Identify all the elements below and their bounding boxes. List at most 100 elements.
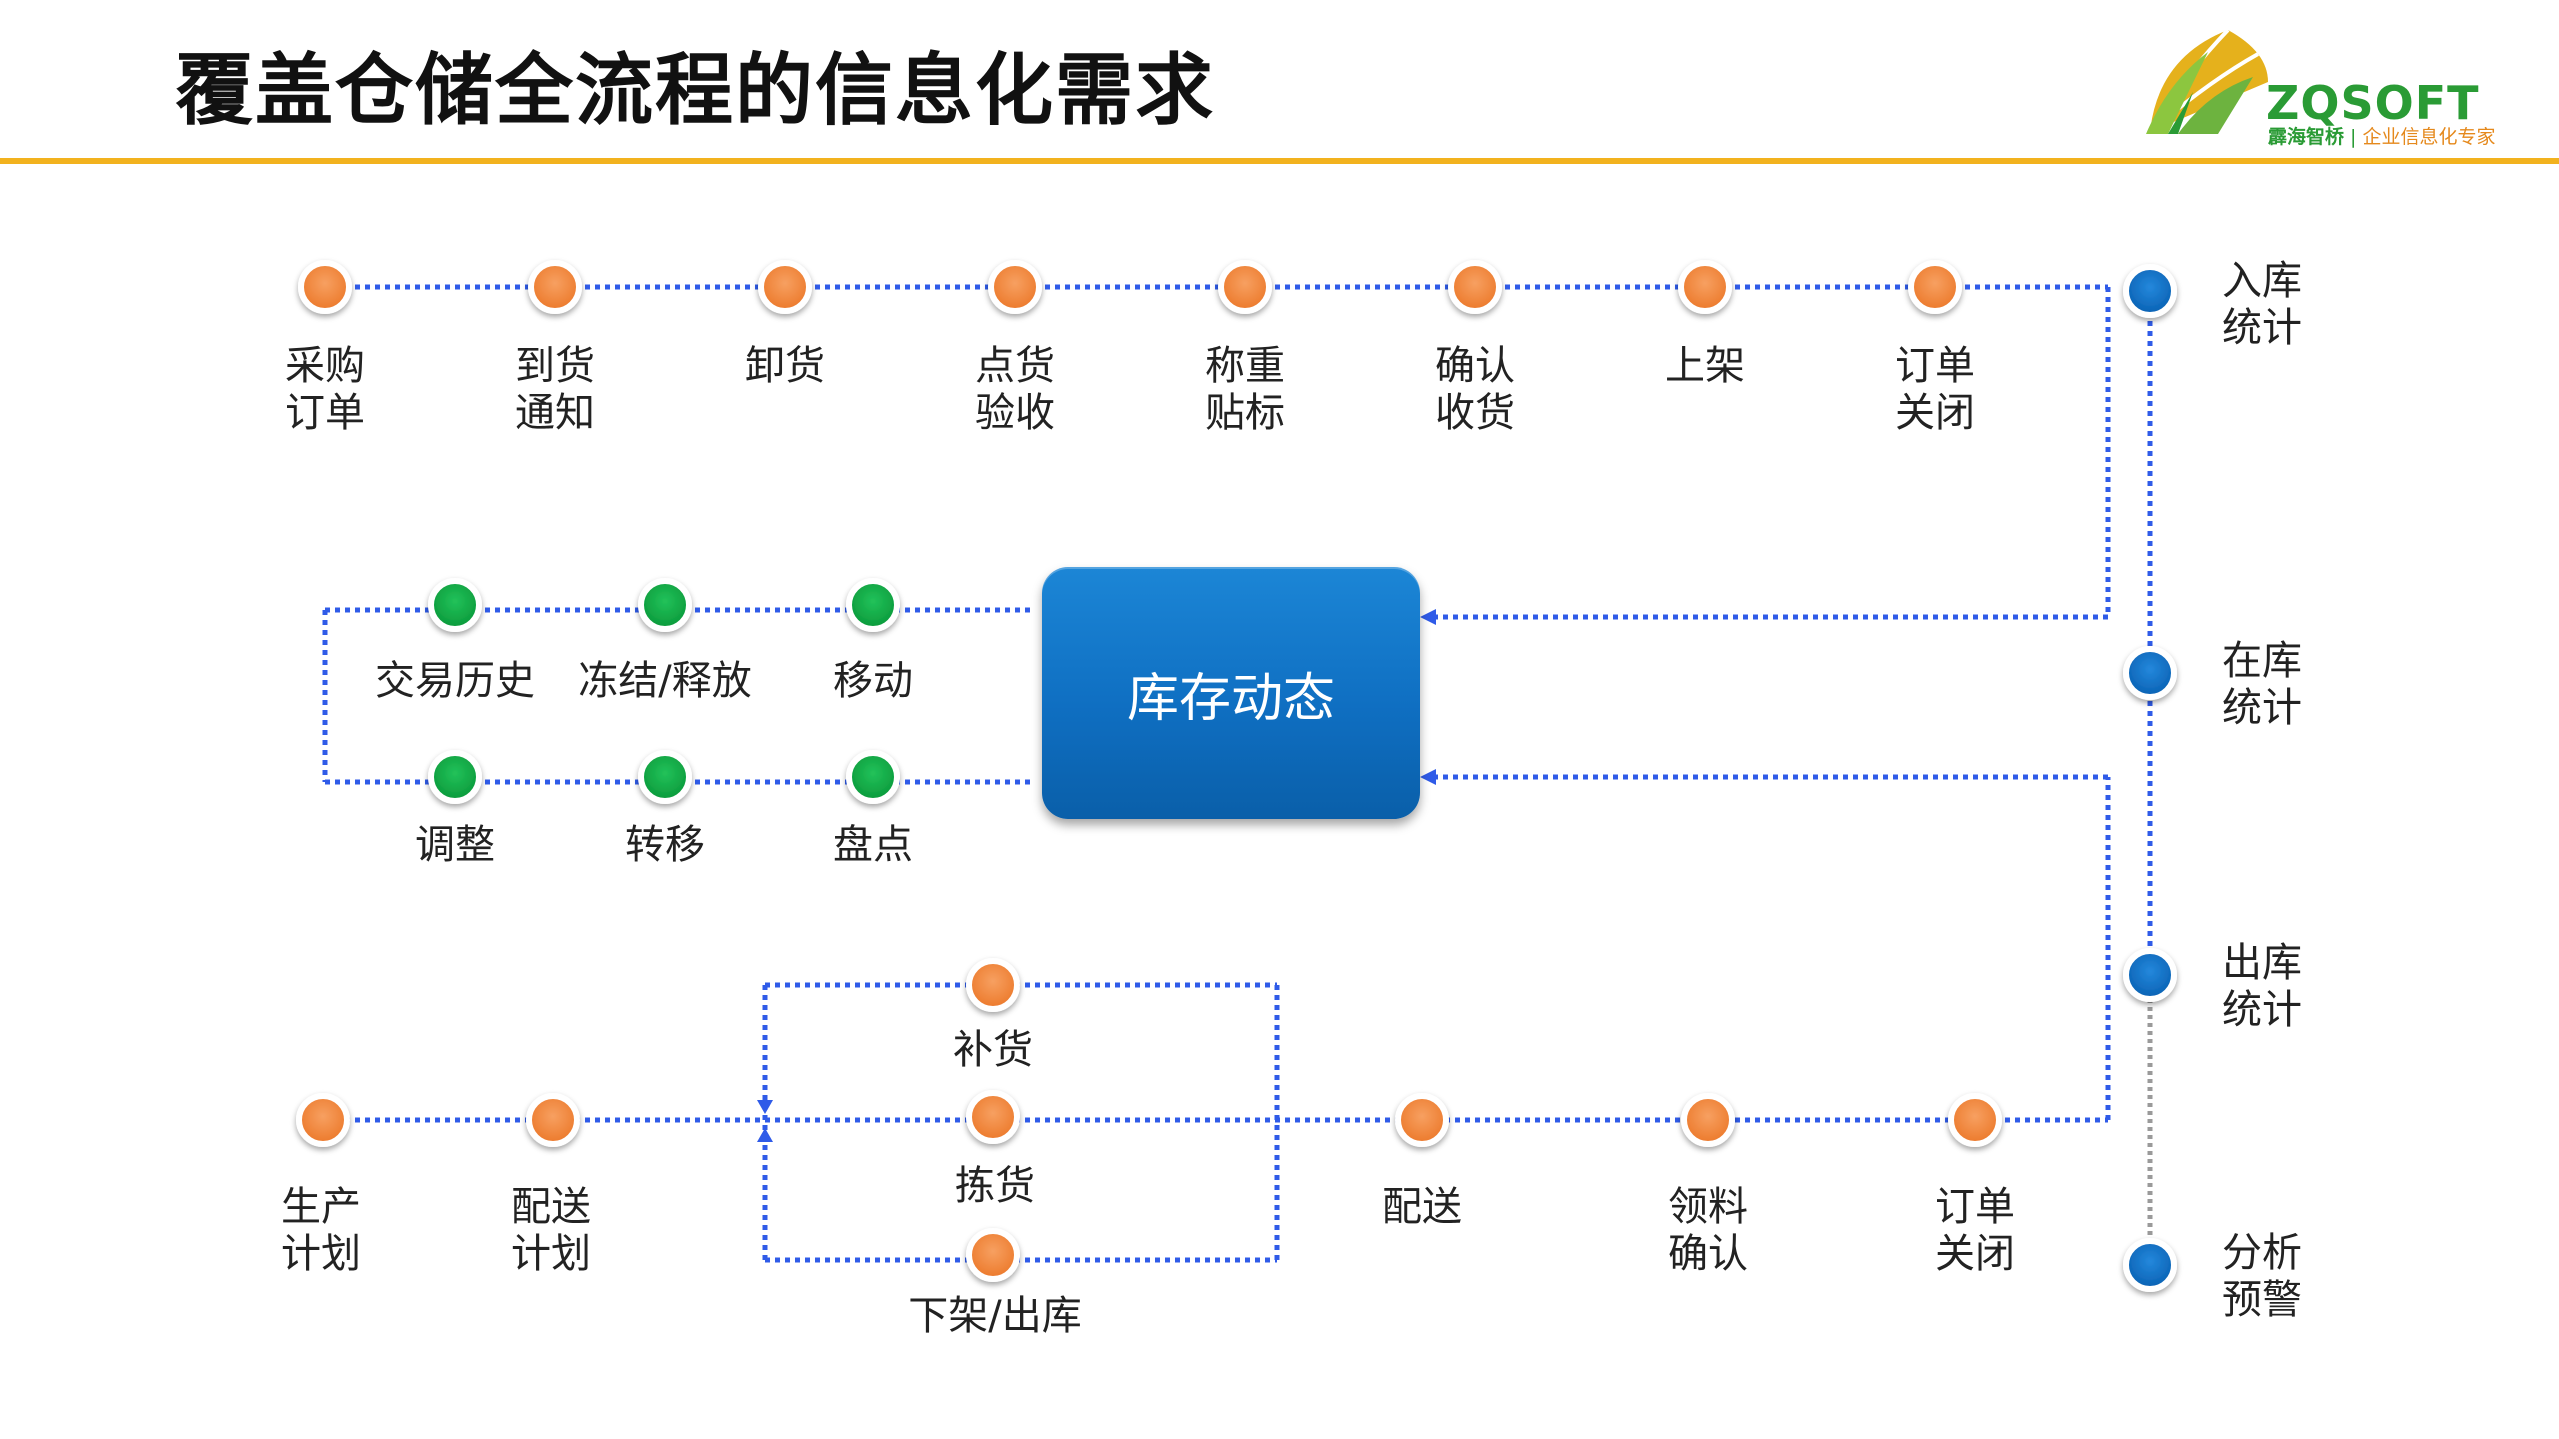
label-line: 入库 — [2222, 258, 2302, 304]
label-line: 上架 — [1665, 343, 1745, 389]
label-line: 到货 — [515, 343, 595, 389]
stats-label-3: 出库统计 — [2222, 940, 2302, 1034]
branch-up-arrowhead-icon — [757, 1128, 773, 1142]
inbound-node-3 — [758, 260, 812, 314]
inbound-arrowhead-icon — [1420, 609, 1436, 625]
label-line: 统计 — [2222, 305, 2302, 351]
logo-subtitle: 霹海智桥 | 企业信息化专家 — [2268, 126, 2496, 148]
label-line: 采购 — [285, 343, 365, 389]
label-line: 下架/出库 — [908, 1293, 1082, 1339]
inventory-top-label-1: 交易历史 — [375, 658, 535, 705]
label-line: 领料 — [1668, 1184, 1748, 1230]
outbound-pre-node-1 — [296, 1093, 350, 1147]
inbound-node-6 — [1448, 260, 1502, 314]
inventory-top-node-1 — [428, 578, 482, 632]
label-line: 移动 — [833, 658, 913, 704]
inbound-label-4: 点货验收 — [975, 343, 1055, 437]
branch-top-node — [966, 958, 1020, 1012]
label-line: 订单 — [1895, 343, 1975, 389]
label-line: 卸货 — [745, 343, 825, 389]
branch-bottom-label: 下架/出库 — [908, 1293, 1081, 1340]
branch-down-arrowhead-icon — [757, 1100, 773, 1114]
logo-brand-text: ZQSOFT — [2266, 76, 2480, 130]
label-line: 关闭 — [1935, 1231, 2015, 1277]
inbound-node-8 — [1908, 260, 1962, 314]
label-line: 贴标 — [1205, 390, 1285, 436]
inbound-label-6: 确认收货 — [1435, 343, 1515, 437]
label-line: 配送 — [1382, 1184, 1462, 1230]
inbound-label-8: 订单关闭 — [1895, 343, 1975, 437]
outbound-post-label-2: 领料确认 — [1668, 1184, 1748, 1278]
label-line: 分析 — [2222, 1230, 2302, 1276]
label-line: 出库 — [2222, 940, 2302, 986]
stats-label-2: 在库统计 — [2222, 638, 2302, 732]
inbound-label-7: 上架 — [1665, 343, 1745, 390]
umbrella-logo-icon — [2146, 28, 2268, 134]
inventory-top-label-2: 冻结/释放 — [578, 658, 751, 705]
label-line: 预警 — [2222, 1277, 2302, 1323]
label-line: 验收 — [975, 390, 1055, 436]
inbound-label-5: 称重贴标 — [1205, 343, 1285, 437]
label-line: 调整 — [415, 822, 495, 868]
inbound-node-5 — [1218, 260, 1272, 314]
outbound-arrowhead-icon — [1420, 769, 1436, 785]
label-line: 交易历史 — [375, 658, 535, 704]
label-line: 订单 — [1935, 1184, 2015, 1230]
label-line: 补货 — [953, 1027, 1033, 1073]
outbound-pre-node-2 — [526, 1093, 580, 1147]
stats-node-3 — [2123, 948, 2177, 1002]
label-line: 收货 — [1435, 390, 1515, 436]
inbound-label-3: 卸货 — [745, 343, 825, 390]
stats-label-1: 入库统计 — [2222, 258, 2302, 352]
label-line: 转移 — [625, 822, 705, 868]
label-line: 盘点 — [833, 822, 913, 868]
inbound-label-2: 到货通知 — [515, 343, 595, 437]
stats-node-4 — [2123, 1238, 2177, 1292]
label-line: 生产 — [281, 1184, 361, 1230]
stats-node-1 — [2123, 264, 2177, 318]
page-title: 覆盖仓储全流程的信息化需求 — [175, 45, 1216, 136]
label-line: 拣货 — [955, 1163, 1035, 1209]
inventory-bottom-node-1 — [428, 750, 482, 804]
outbound-post-node-2 — [1681, 1093, 1735, 1147]
branch-middle-node — [966, 1090, 1020, 1144]
outbound-pre-label-1: 生产计划 — [281, 1184, 361, 1278]
inbound-node-2 — [528, 260, 582, 314]
inventory-bottom-node-3 — [846, 750, 900, 804]
inventory-dynamics-box: 库存动态 — [1042, 567, 1420, 819]
header-divider — [0, 158, 2559, 164]
label-line: 通知 — [515, 390, 595, 436]
inventory-top-node-3 — [846, 578, 900, 632]
inbound-node-7 — [1678, 260, 1732, 314]
stats-label-4: 分析预警 — [2222, 1230, 2302, 1324]
label-line: 统计 — [2222, 987, 2302, 1033]
label-line: 统计 — [2222, 685, 2302, 731]
inbound-node-1 — [298, 260, 352, 314]
inventory-bottom-label-2: 转移 — [625, 822, 705, 869]
label-line: 冻结/释放 — [578, 658, 752, 704]
outbound-post-node-3 — [1948, 1093, 2002, 1147]
label-line: 关闭 — [1895, 390, 1975, 436]
branch-middle-label: 拣货 — [955, 1163, 1035, 1210]
outbound-post-label-3: 订单关闭 — [1935, 1184, 2015, 1278]
outbound-post-node-1 — [1395, 1093, 1449, 1147]
label-line: 点货 — [975, 343, 1055, 389]
label-line: 订单 — [285, 390, 365, 436]
inbound-label-1: 采购订单 — [285, 343, 365, 437]
label-line: 确认 — [1668, 1231, 1748, 1277]
label-line: 称重 — [1205, 343, 1285, 389]
label-line: 配送 — [511, 1184, 591, 1230]
label-line: 在库 — [2222, 638, 2302, 684]
branch-top-label: 补货 — [953, 1027, 1033, 1074]
inventory-bottom-label-3: 盘点 — [833, 822, 913, 869]
inbound-node-4 — [988, 260, 1042, 314]
outbound-post-label-1: 配送 — [1382, 1184, 1462, 1231]
inventory-top-label-3: 移动 — [833, 658, 913, 705]
stats-node-2 — [2123, 646, 2177, 700]
company-logo: ZQSOFT 霹海智桥 | 企业信息化专家 — [2138, 22, 2538, 148]
label-line: 确认 — [1435, 343, 1515, 389]
inventory-top-node-2 — [638, 578, 692, 632]
label-line: 计划 — [511, 1231, 591, 1277]
inventory-bottom-label-1: 调整 — [415, 822, 495, 869]
